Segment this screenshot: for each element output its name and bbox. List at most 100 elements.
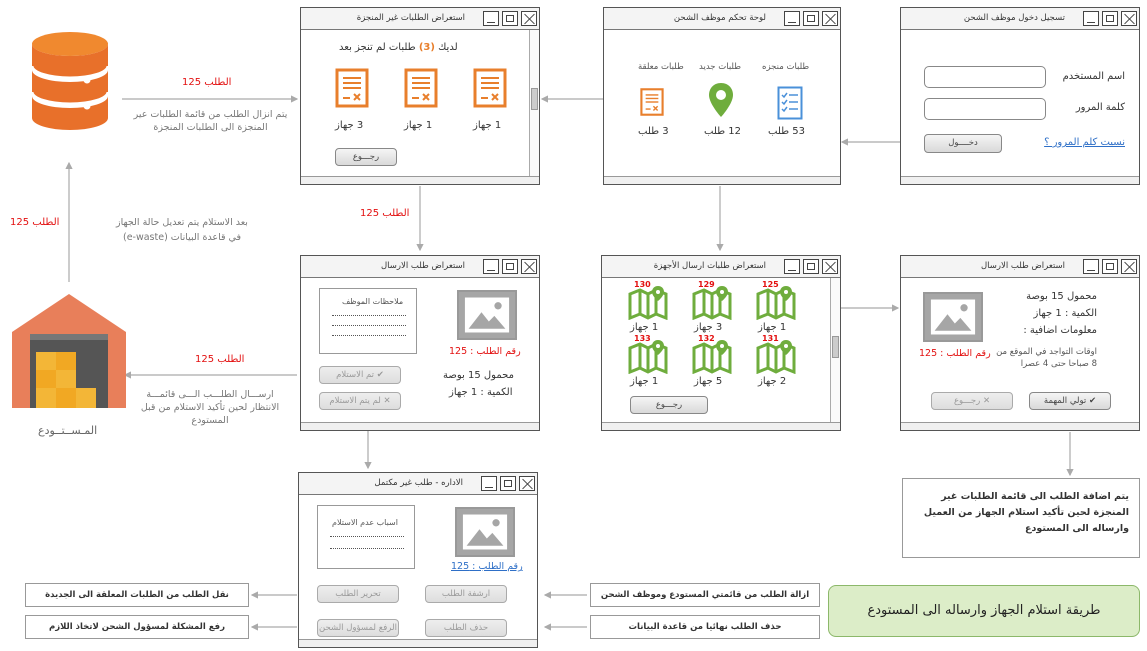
username-input[interactable]	[924, 66, 1046, 88]
order-number: رقم الطلب : 125	[919, 348, 991, 359]
close-icon[interactable]	[1121, 259, 1137, 274]
database-icon	[30, 32, 110, 130]
window-title: استعراض طلبات ارسال الأجهزة	[653, 261, 766, 271]
employee-notes-box[interactable]: ملاحظات الموظف	[319, 288, 417, 354]
category-label[interactable]: طلبات منجزه	[762, 62, 810, 72]
move-note: نقل الطلب من الطلبات المعلقة الى الجديدة	[25, 583, 249, 607]
minimize-icon[interactable]	[784, 259, 800, 274]
back-label: رجـــوع	[953, 396, 981, 406]
reasons-box[interactable]: اسباب عدم الاستلام	[317, 505, 415, 569]
maximize-icon[interactable]	[500, 476, 516, 491]
escalate-button[interactable]: الرفع لمسؤول الشحن	[317, 619, 399, 637]
close-icon[interactable]	[822, 259, 838, 274]
device-qty: الكمية : 1 جهاز	[449, 387, 513, 398]
category-label[interactable]: طلبات جديد	[699, 62, 741, 72]
location-pin-icon[interactable]	[708, 82, 734, 118]
notes-lines	[330, 548, 404, 549]
warehouse-label: المـســتــودع	[38, 424, 98, 437]
map-order-id: 125	[762, 280, 779, 289]
password-input[interactable]	[924, 98, 1046, 120]
order-number-link[interactable]: رقم الطلب : 125	[451, 561, 523, 572]
title-bar: تسجيل دخول موظف الشحن	[901, 8, 1139, 30]
map-order-id: 130	[634, 280, 651, 289]
minimize-icon[interactable]	[1083, 259, 1099, 274]
document-x-icon[interactable]	[640, 86, 664, 118]
maximize-icon[interactable]	[803, 259, 819, 274]
minimize-icon[interactable]	[784, 11, 800, 26]
scroll-thumb[interactable]	[832, 336, 839, 358]
minimize-icon[interactable]	[483, 11, 499, 26]
close-icon[interactable]	[521, 259, 537, 274]
minimize-icon[interactable]	[483, 259, 499, 274]
delete-note: حذف الطلب نهائيا من قاعدة البيانات	[590, 615, 820, 639]
availability-line-2: 8 صباحا حتى 4 عصرا	[1020, 359, 1097, 369]
window-title: استعراض طلب الارسال	[980, 261, 1065, 271]
map-qty: 5 جهاز	[694, 376, 723, 387]
scrollbar[interactable]	[529, 30, 539, 176]
close-icon[interactable]	[519, 476, 535, 491]
maximize-icon[interactable]	[1102, 11, 1118, 26]
maximize-icon[interactable]	[803, 11, 819, 26]
category-label[interactable]: طلبات معلقة	[638, 62, 684, 72]
title-bar: استعراض طلب الارسال	[901, 256, 1139, 278]
minimize-icon[interactable]	[1083, 11, 1099, 26]
status-bar	[602, 422, 840, 430]
db-note: يتم انزال الطلب من قائمة الطلبات عير الم…	[133, 109, 288, 133]
maximize-icon[interactable]	[502, 11, 518, 26]
title-bar: الاداره - طلب غير مكتمل	[299, 473, 537, 495]
accept-task-button[interactable]: ✔ تولي المهمة	[1029, 392, 1111, 410]
map-pin-icon	[692, 286, 732, 320]
remove-note: ازالة الطلب من قائمتي المستودع وموظف الش…	[590, 583, 820, 607]
map-qty: 1 جهاز	[630, 376, 659, 387]
maximize-icon[interactable]	[1102, 259, 1118, 274]
map-order-id: 129	[698, 280, 715, 289]
send-requests-window: استعراض طلبات ارسال الأجهزة 125 1 جهاز 129…	[601, 255, 841, 431]
map-order-id: 131	[762, 334, 779, 343]
back-button[interactable]: رجـــوع	[335, 148, 397, 166]
pending-item-qty: 1 جهاز	[473, 120, 502, 131]
login-button[interactable]: دخــــول	[924, 134, 1002, 153]
warehouse-note-1: بعد الاستلام يتم تعديل حالة الجهاز	[116, 217, 248, 228]
minimize-icon[interactable]	[481, 476, 497, 491]
scroll-thumb[interactable]	[531, 88, 538, 110]
maximize-icon[interactable]	[502, 259, 518, 274]
map-pin-icon	[756, 340, 796, 374]
status-bar	[901, 422, 1139, 430]
notes-lines	[330, 536, 404, 537]
order-label-send: الطلب 125	[195, 354, 245, 365]
delete-order-button[interactable]: حذف الطلب	[425, 619, 507, 637]
close-icon[interactable]	[521, 11, 537, 26]
image-placeholder-icon	[923, 292, 983, 342]
back-button[interactable]: ✕ رجـــوع	[931, 392, 1013, 410]
close-icon[interactable]	[822, 11, 838, 26]
scrollbar[interactable]	[830, 278, 840, 422]
edit-order-button[interactable]: تحرير الطلب	[317, 585, 399, 603]
window-title: الاداره - طلب غير مكتمل	[374, 478, 463, 488]
close-icon[interactable]	[1121, 11, 1137, 26]
status-bar	[604, 176, 840, 184]
order-number: رقم الطلب : 125	[449, 346, 521, 357]
back-button[interactable]: رجـــوع	[630, 396, 708, 414]
wait-note: ارســـال الطلـــب الـــى قائمـــة الانتظ…	[140, 389, 280, 426]
window-title: تسجيل دخول موظف الشحن	[963, 13, 1065, 23]
notes-lines	[332, 325, 406, 326]
map-pin-icon	[692, 340, 732, 374]
extra-info-label: معلومات اضافية :	[1023, 325, 1097, 336]
received-button[interactable]: ✔ تم الاستلام	[319, 366, 401, 384]
map-qty: 1 جهاز	[758, 322, 787, 333]
status-bar	[299, 639, 537, 647]
image-placeholder-icon	[455, 507, 515, 557]
map-location-tile[interactable]: 125 1 جهاز	[752, 280, 802, 336]
forgot-password-link[interactable]: نسيت كلم المرور ؟	[1044, 137, 1125, 148]
not-received-button[interactable]: ✕ لم يتم الاستلام	[319, 392, 401, 410]
x-icon: ✕	[982, 396, 991, 406]
title-bar: لوحة تحكم موظف الشحن	[604, 8, 840, 30]
archive-order-button[interactable]: ارشفة الطلب	[425, 585, 507, 603]
checklist-icon[interactable]	[777, 86, 803, 120]
title-bar: استعراض الطلبات غير المنجزة	[301, 8, 539, 30]
